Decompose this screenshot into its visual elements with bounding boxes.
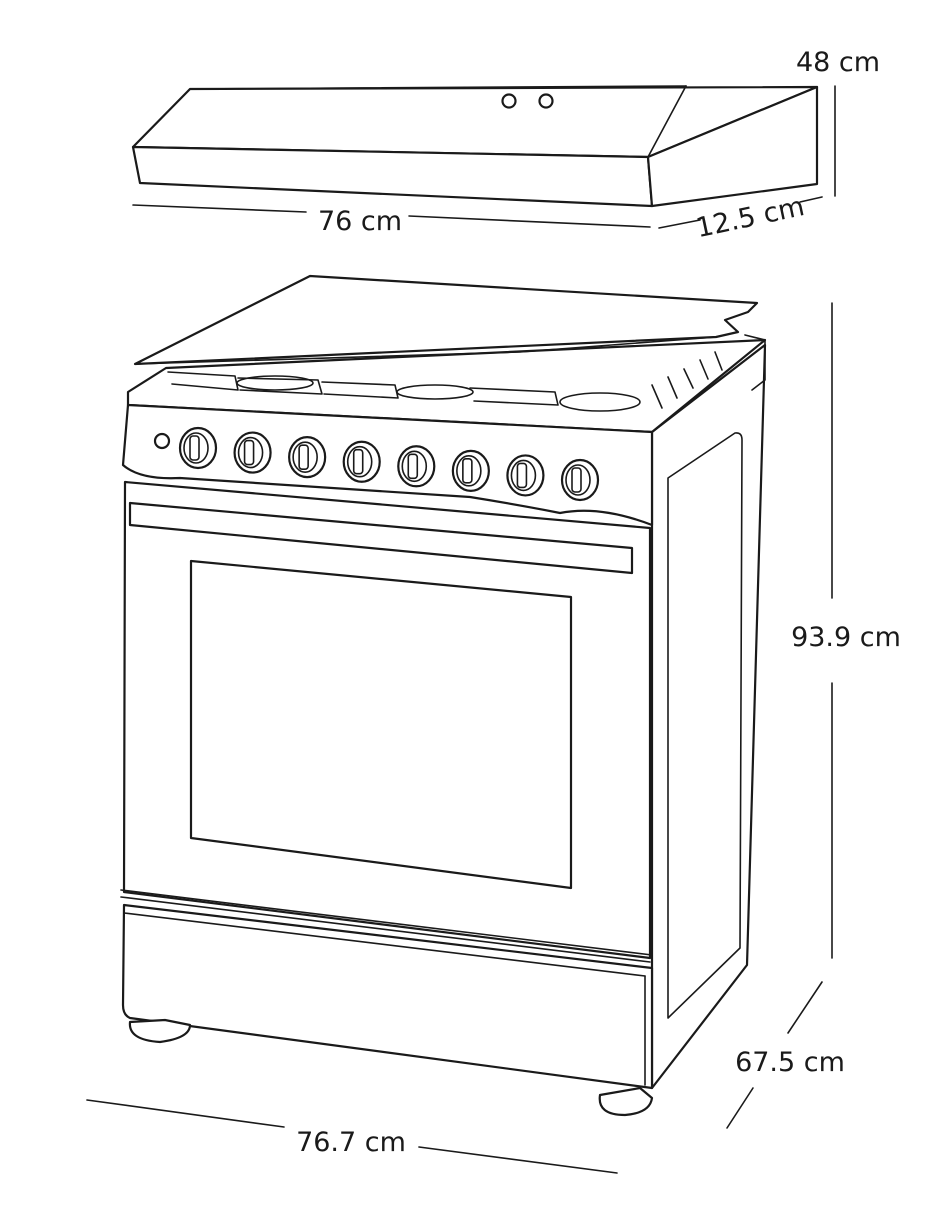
knob-6 <box>451 449 490 492</box>
knob-4 <box>342 440 381 483</box>
ignition-button <box>153 432 171 450</box>
range-depth-label: 67.5 cm <box>735 1047 845 1078</box>
knob-5 <box>397 445 436 488</box>
cooktop-cover <box>133 274 759 366</box>
hood-width-label: 76 cm <box>318 206 402 237</box>
knob-1 <box>178 426 218 470</box>
oven-door-handle <box>128 501 634 575</box>
control-knobs <box>178 426 600 502</box>
range-width-label: 76.7 cm <box>296 1127 406 1158</box>
range-height-label: 93.9 cm <box>791 622 901 653</box>
knob-3 <box>288 436 327 479</box>
knob-2 <box>233 431 272 474</box>
hood-button-1 <box>501 93 517 109</box>
hood-button-2 <box>538 93 554 109</box>
front-left-foot <box>128 1018 192 1044</box>
cooktop-grates <box>167 351 723 412</box>
storage-drawer <box>121 903 654 1090</box>
knob-7 <box>506 454 545 497</box>
knob-8 <box>560 458 600 502</box>
range-dimension-lines <box>86 302 833 1174</box>
range-drawing <box>120 274 767 1117</box>
oven-window <box>189 559 573 890</box>
hood-height-label: 48 cm <box>796 47 880 78</box>
hood-dimension-lines <box>132 85 836 229</box>
front-right-foot <box>598 1086 654 1117</box>
range-hood-drawing <box>131 85 819 208</box>
